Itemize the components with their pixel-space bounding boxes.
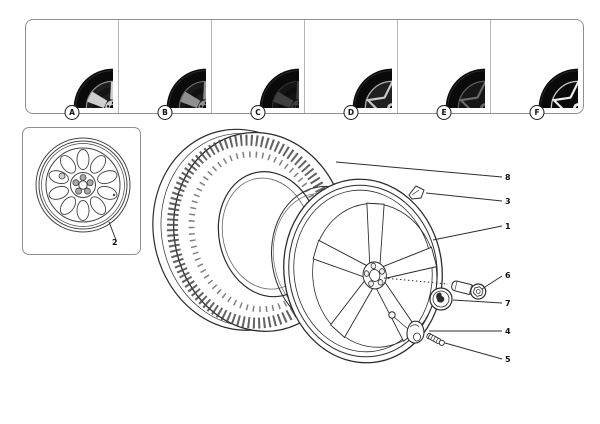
- callout-label-4[interactable]: 4: [505, 327, 511, 336]
- callout-label-3[interactable]: 3: [505, 197, 511, 206]
- option-badge-a[interactable]: A: [64, 105, 80, 120]
- wheel-options-panel: A B C D E F: [25, 19, 584, 120]
- callout-label-2[interactable]: 2: [112, 238, 118, 247]
- valve-hole-drawing: [388, 311, 409, 330]
- assembly-axis-line: [383, 277, 449, 285]
- option-badge-c[interactable]: C: [250, 105, 266, 120]
- option-badge-f[interactable]: F: [529, 105, 545, 120]
- wheel-option-cell-f: F: [491, 20, 583, 120]
- callout-label-6[interactable]: 6: [505, 271, 511, 280]
- callout-label-1[interactable]: 1: [505, 222, 511, 231]
- valve-stem-drawing: [426, 332, 445, 346]
- callout-leader-lines: [335, 161, 503, 360]
- wheel-option-cell-c: C: [212, 20, 305, 120]
- wheel-option-image-a: [31, 26, 113, 108]
- wheel-option-image-c: [217, 26, 299, 108]
- option-badge-d[interactable]: D: [343, 105, 359, 120]
- hub-cap-drawing: [429, 287, 453, 311]
- callout-label-8[interactable]: 8: [505, 173, 511, 182]
- spare-wheel-drawing: [35, 137, 131, 241]
- wheel-option-image-f: [496, 26, 578, 108]
- spare-wheel-panel: [22, 127, 141, 255]
- balance-weight-drawing: [408, 185, 425, 200]
- valve-sensor-drawing: [406, 320, 425, 344]
- wheel-option-image-d: [310, 26, 392, 108]
- callout-label-7[interactable]: 7: [505, 299, 511, 308]
- wheel-bolt-drawing: [451, 280, 487, 300]
- wheel-option-cell-e: E: [398, 20, 491, 120]
- wheel-rim-drawing: [283, 178, 443, 364]
- wheel-option-cell-a: A: [26, 20, 119, 120]
- wheel-option-image-b: [124, 26, 206, 108]
- option-badge-e[interactable]: E: [436, 105, 452, 120]
- wheel-option-cell-b: B: [119, 20, 212, 120]
- option-badge-b[interactable]: B: [157, 105, 173, 120]
- callout-label-5[interactable]: 5: [505, 355, 511, 364]
- wheel-option-cell-d: D: [305, 20, 398, 120]
- wheel-option-image-e: [403, 26, 485, 108]
- callout-line-2: [108, 221, 117, 241]
